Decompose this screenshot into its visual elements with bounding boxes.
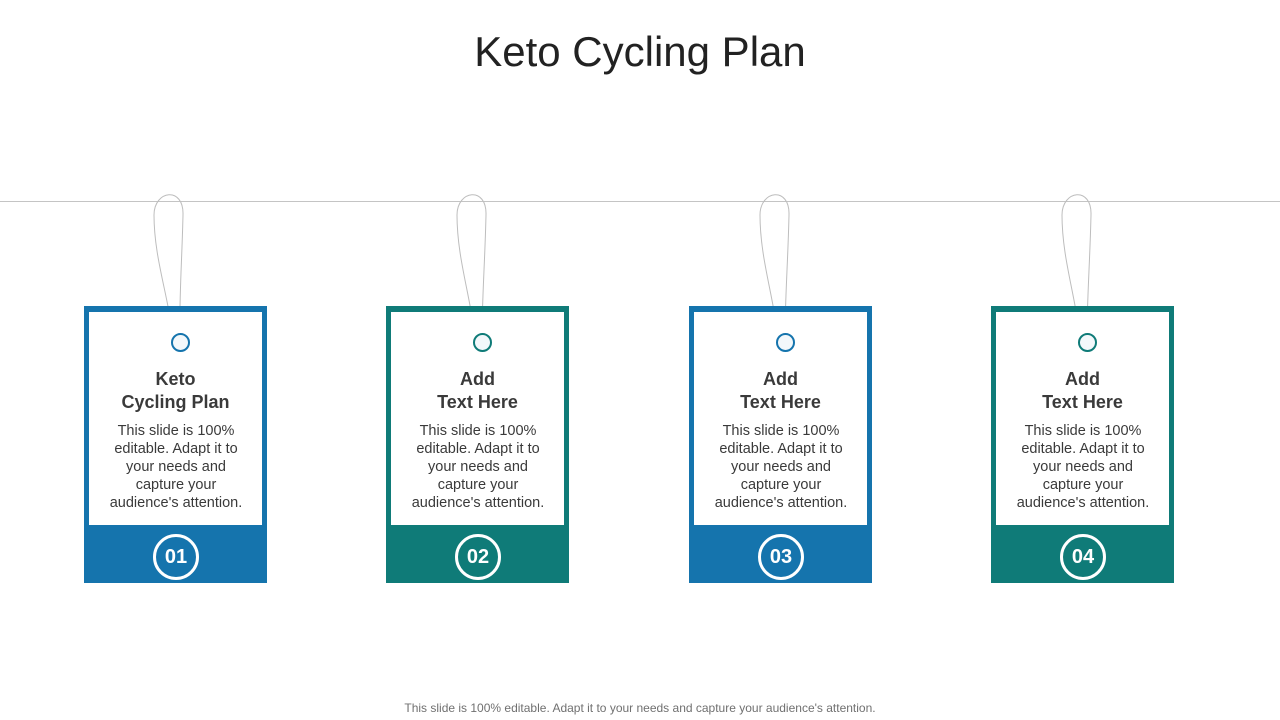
tag-heading-line2: Cycling Plan — [121, 392, 230, 412]
tag-heading-line2: Text Here — [437, 392, 518, 412]
tag-body: Add Text Here This slide is 100% editabl… — [391, 312, 564, 525]
number-badge: 01 — [153, 534, 199, 580]
tag-heading: Add Text Here — [391, 368, 564, 414]
tag-card-4: Add Text Here This slide is 100% editabl… — [991, 306, 1174, 583]
hanging-line — [0, 201, 1280, 202]
tag-heading: Add Text Here — [996, 368, 1169, 414]
slide-title: Keto Cycling Plan — [474, 28, 806, 75]
tag-description: This slide is 100% editable. Adapt it to… — [1016, 423, 1150, 511]
tag-card-2: Add Text Here This slide is 100% editabl… — [386, 306, 569, 583]
tag-description: This slide is 100% editable. Adapt it to… — [411, 423, 545, 511]
tag-heading-line2: Text Here — [740, 392, 821, 412]
footer-note: This slide is 100% editable. Adapt it to… — [404, 701, 876, 715]
tag-heading-line2: Text Here — [1042, 392, 1123, 412]
eyelet-icon — [1078, 333, 1097, 352]
tag-card-3: Add Text Here This slide is 100% editabl… — [689, 306, 872, 583]
tag-body: Add Text Here This slide is 100% editabl… — [996, 312, 1169, 525]
tag-heading-line1: Keto — [155, 369, 196, 389]
tag-body: Add Text Here This slide is 100% editabl… — [694, 312, 867, 525]
tag-body: Keto Cycling Plan This slide is 100% edi… — [89, 312, 262, 525]
tag-heading-line1: Add — [460, 369, 495, 389]
eyelet-icon — [473, 333, 492, 352]
tag-heading-line1: Add — [1065, 369, 1100, 389]
number-badge: 04 — [1060, 534, 1106, 580]
number-badge: 02 — [455, 534, 501, 580]
tag-description: This slide is 100% editable. Adapt it to… — [714, 423, 848, 511]
tag-heading-line1: Add — [763, 369, 798, 389]
eyelet-icon — [171, 333, 190, 352]
tag-card-1: Keto Cycling Plan This slide is 100% edi… — [84, 306, 267, 583]
tag-heading: Add Text Here — [694, 368, 867, 414]
number-badge: 03 — [758, 534, 804, 580]
eyelet-icon — [776, 333, 795, 352]
tag-description: This slide is 100% editable. Adapt it to… — [109, 423, 243, 511]
tag-heading: Keto Cycling Plan — [89, 368, 262, 414]
